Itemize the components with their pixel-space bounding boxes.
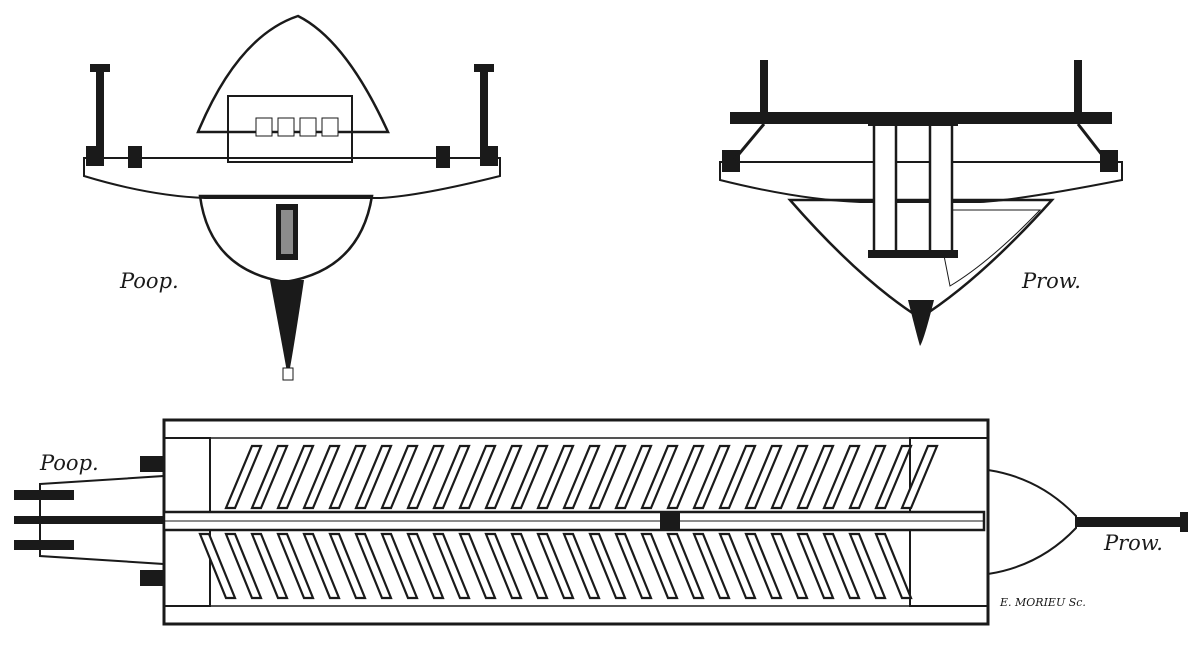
rower-bench (874, 532, 913, 600)
rower-bench (328, 532, 367, 600)
rower-bench (354, 444, 393, 510)
rower-benches-port (198, 532, 913, 600)
rower-bench (432, 444, 471, 510)
rower-bench (380, 444, 419, 510)
rower-bench (796, 532, 835, 600)
rower-bench (874, 444, 913, 510)
rower-bench (510, 532, 549, 600)
stern-outrigger-left (86, 64, 142, 168)
rower-bench (328, 444, 367, 510)
rower-bench (458, 444, 497, 510)
rower-bench (250, 532, 289, 600)
rower-bench (276, 532, 315, 600)
rower-bench (822, 532, 861, 600)
rower-bench (614, 444, 653, 510)
prow-bow-view: Prow. (719, 60, 1123, 346)
rower-bench (770, 532, 809, 600)
rower-bench (432, 532, 471, 600)
rower-bench (718, 532, 757, 600)
rower-bench (484, 532, 523, 600)
prow-view-label: Prow. (1021, 269, 1081, 293)
rower-benches-starboard (224, 444, 939, 510)
rower-bench (744, 532, 783, 600)
rower-bench (380, 532, 419, 600)
galley-plan-view: Poop. Prow. E. MORIEU Sc. (14, 418, 1188, 626)
poop-view-label: Poop. (119, 269, 179, 293)
rower-bench (302, 532, 341, 600)
rower-bench (458, 532, 497, 600)
rower-bench (484, 444, 523, 510)
rower-bench (562, 444, 601, 510)
rower-bench (198, 532, 237, 600)
rower-bench (588, 444, 627, 510)
rower-bench (406, 444, 445, 510)
rower-bench (224, 444, 263, 510)
rower-bench (224, 532, 263, 600)
rower-bench (588, 532, 627, 600)
rower-bench (848, 444, 887, 510)
rower-bench (536, 444, 575, 510)
rower-bench (614, 532, 653, 600)
poop-stern-view: Poop. (83, 14, 501, 381)
stern-outrigger-right (436, 64, 498, 168)
rower-bench (666, 532, 705, 600)
rower-bench (796, 444, 835, 510)
rower-bench (302, 444, 341, 510)
rower-bench (536, 532, 575, 600)
plan-poop-label: Poop. (39, 451, 99, 475)
engraver-signature: E. MORIEU Sc. (999, 596, 1086, 609)
rower-bench (666, 444, 705, 510)
rower-bench (692, 444, 731, 510)
rower-bench (640, 532, 679, 600)
rower-bench (250, 444, 289, 510)
rower-bench (848, 532, 887, 600)
rower-bench (406, 532, 445, 600)
rower-bench (770, 444, 809, 510)
plan-stern-deck (14, 456, 165, 586)
rower-bench (562, 532, 601, 600)
rower-bench (640, 444, 679, 510)
rower-bench (276, 444, 315, 510)
rower-bench (718, 444, 757, 510)
plan-prow-deck (987, 468, 1188, 576)
rower-bench (510, 444, 549, 510)
rower-bench (354, 532, 393, 600)
plan-prow-label: Prow. (1103, 531, 1163, 555)
rower-bench (692, 532, 731, 600)
rower-bench (822, 444, 861, 510)
rower-bench (900, 444, 939, 510)
rower-bench (744, 444, 783, 510)
